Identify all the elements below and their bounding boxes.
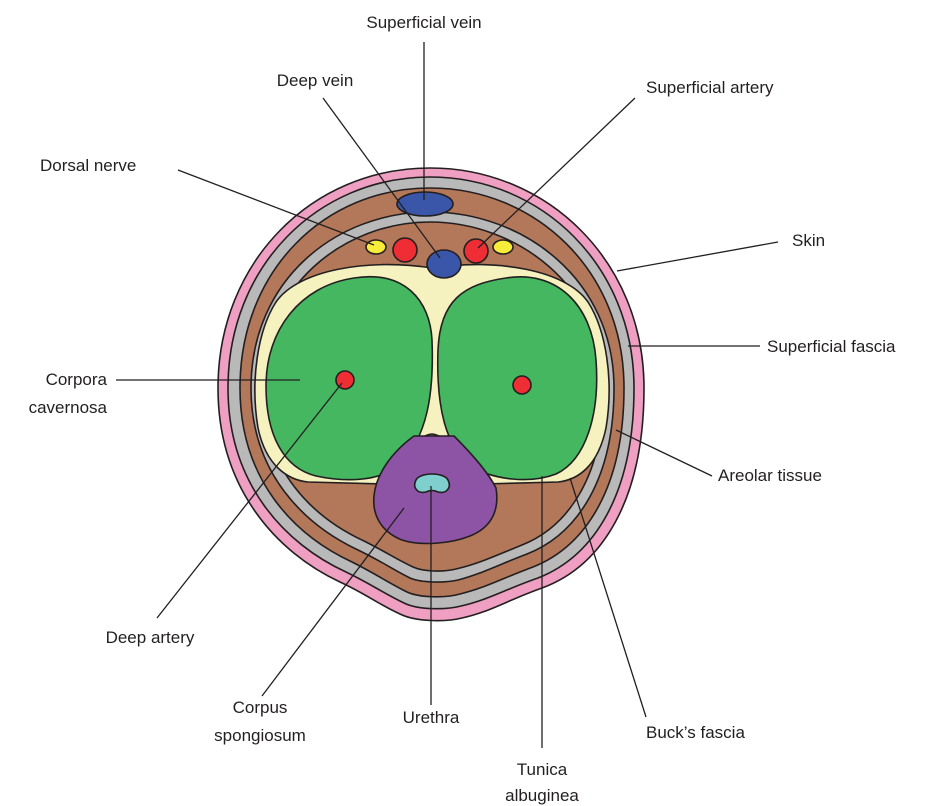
leader-skin — [617, 242, 778, 271]
label-urethra: Urethra — [403, 708, 460, 727]
label-deep-artery: Deep artery — [106, 628, 195, 647]
label-corpora-cavernosa-line1: Corpora — [46, 370, 108, 389]
label-tunica-albuginea-line2: albuginea — [505, 786, 579, 805]
dorsal-nerve-right-shape — [493, 240, 513, 254]
label-skin: Skin — [792, 231, 825, 250]
label-corpus-spongiosum-line1: Corpus — [233, 698, 288, 717]
label-corpora-cavernosa-line2: cavernosa — [29, 398, 108, 417]
label-deep-vein: Deep vein — [277, 71, 354, 90]
superficial-vein-shape — [397, 192, 453, 216]
deep-artery-right-shape — [513, 376, 531, 394]
label-bucks-fascia: Buck’s fascia — [646, 723, 745, 742]
label-dorsal-nerve: Dorsal nerve — [40, 156, 136, 175]
label-corpus-spongiosum-line2: spongiosum — [214, 726, 306, 745]
label-superficial-vein: Superficial vein — [366, 13, 481, 32]
label-areolar-tissue: Areolar tissue — [718, 466, 822, 485]
label-superficial-artery: Superficial artery — [646, 78, 774, 97]
deep-vein-shape — [427, 250, 461, 278]
label-superficial-fascia: Superficial fascia — [767, 337, 896, 356]
superficial-artery-left-shape — [393, 238, 417, 262]
dorsal-nerve-left-shape — [366, 240, 386, 254]
urethra-lumen — [415, 474, 450, 492]
label-tunica-albuginea-line1: Tunica — [517, 760, 568, 779]
